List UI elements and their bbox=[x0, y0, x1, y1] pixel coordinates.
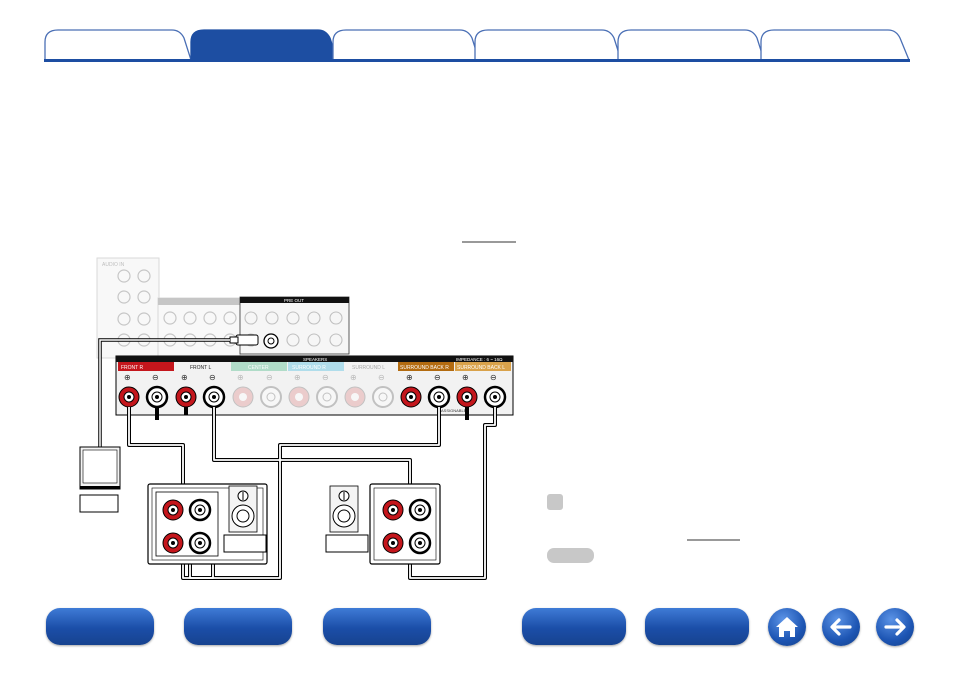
surround-back-l-terminals bbox=[456, 385, 507, 409]
svg-text:⊖: ⊖ bbox=[152, 373, 159, 382]
svg-text:⊕: ⊕ bbox=[462, 373, 469, 382]
svg-text:⊖: ⊖ bbox=[266, 373, 273, 382]
surround-back-l-label-bar bbox=[455, 362, 511, 371]
svg-text:⊕: ⊕ bbox=[294, 373, 301, 382]
nav-button-2[interactable] bbox=[184, 608, 292, 645]
svg-text:⊖: ⊖ bbox=[490, 373, 497, 382]
tab-2-active[interactable] bbox=[190, 28, 338, 60]
tab-underline bbox=[44, 59, 910, 62]
speaker-left-front bbox=[147, 483, 268, 565]
svg-text:ASSIGNABLE: ASSIGNABLE bbox=[441, 408, 467, 413]
tab-5[interactable] bbox=[617, 28, 765, 60]
forward-arrow-icon bbox=[884, 618, 906, 636]
svg-text:SURROUND BACK L: SURROUND BACK L bbox=[457, 365, 505, 371]
svg-text:SURROUND L: SURROUND L bbox=[352, 365, 385, 371]
pre-out-label: PRE OUT bbox=[284, 298, 304, 303]
tab-bar bbox=[44, 26, 910, 62]
subwoofer bbox=[79, 446, 121, 513]
note-badge bbox=[547, 548, 594, 563]
tab-3[interactable] bbox=[332, 28, 480, 60]
svg-text:⊕: ⊕ bbox=[181, 373, 188, 382]
audio-in-label: AUDIO IN bbox=[102, 262, 125, 268]
surround-back-r-label-bar bbox=[398, 362, 454, 371]
impedance-label: IMPEDANCE : 6 ~ 16Ω bbox=[456, 357, 503, 362]
svg-text:⊖: ⊖ bbox=[378, 373, 385, 382]
front-r-label-bar bbox=[118, 362, 174, 371]
svg-text:⊕: ⊕ bbox=[237, 373, 244, 382]
right-speaker-label-box bbox=[325, 534, 369, 553]
speakers-label: SPEAKERS bbox=[303, 357, 327, 362]
svg-text:⊖: ⊖ bbox=[434, 373, 441, 382]
svg-text:⊖: ⊖ bbox=[209, 373, 216, 382]
svg-text:FRONT R: FRONT R bbox=[121, 365, 144, 371]
svg-text:⊕: ⊕ bbox=[406, 373, 413, 382]
svg-text:SURROUND R: SURROUND R bbox=[292, 365, 326, 371]
svg-text:⊕: ⊕ bbox=[124, 373, 131, 382]
forward-button[interactable] bbox=[876, 608, 914, 646]
nav-button-5[interactable] bbox=[645, 608, 749, 645]
svg-text:⊖: ⊖ bbox=[322, 373, 329, 382]
nav-button-4[interactable] bbox=[522, 608, 626, 645]
back-button[interactable] bbox=[822, 608, 860, 646]
tab-6[interactable] bbox=[760, 28, 910, 60]
pre-out-section: PRE OUT bbox=[239, 296, 350, 355]
tab-4[interactable] bbox=[474, 28, 622, 60]
surround-r-label-bar bbox=[288, 362, 344, 371]
note-icon bbox=[547, 494, 563, 510]
speaker-right-front bbox=[325, 483, 441, 565]
subwoofer-label-box bbox=[79, 494, 119, 513]
svg-text:SURROUND BACK R: SURROUND BACK R bbox=[400, 365, 449, 371]
home-button[interactable] bbox=[768, 608, 806, 646]
nav-button-3[interactable] bbox=[323, 608, 431, 645]
center-label-bar bbox=[231, 362, 287, 371]
audio-in-section: AUDIO IN bbox=[96, 257, 241, 359]
unused-terminals bbox=[232, 386, 394, 408]
svg-text:CENTER: CENTER bbox=[248, 365, 269, 371]
front-l-terminals bbox=[175, 385, 226, 409]
svg-text:⊕: ⊕ bbox=[350, 373, 357, 382]
nav-button-1[interactable] bbox=[46, 608, 154, 645]
svg-text:FRONT L: FRONT L bbox=[190, 365, 212, 371]
subwoofer-cable bbox=[98, 334, 259, 447]
speaker-terminal-panel: SPEAKERS IMPEDANCE : 6 ~ 16Ω FRONT R FRO… bbox=[115, 355, 514, 416]
left-speaker-label-box bbox=[223, 534, 267, 553]
back-arrow-icon bbox=[830, 618, 852, 636]
tab-1[interactable] bbox=[44, 28, 192, 60]
home-icon bbox=[776, 617, 798, 637]
